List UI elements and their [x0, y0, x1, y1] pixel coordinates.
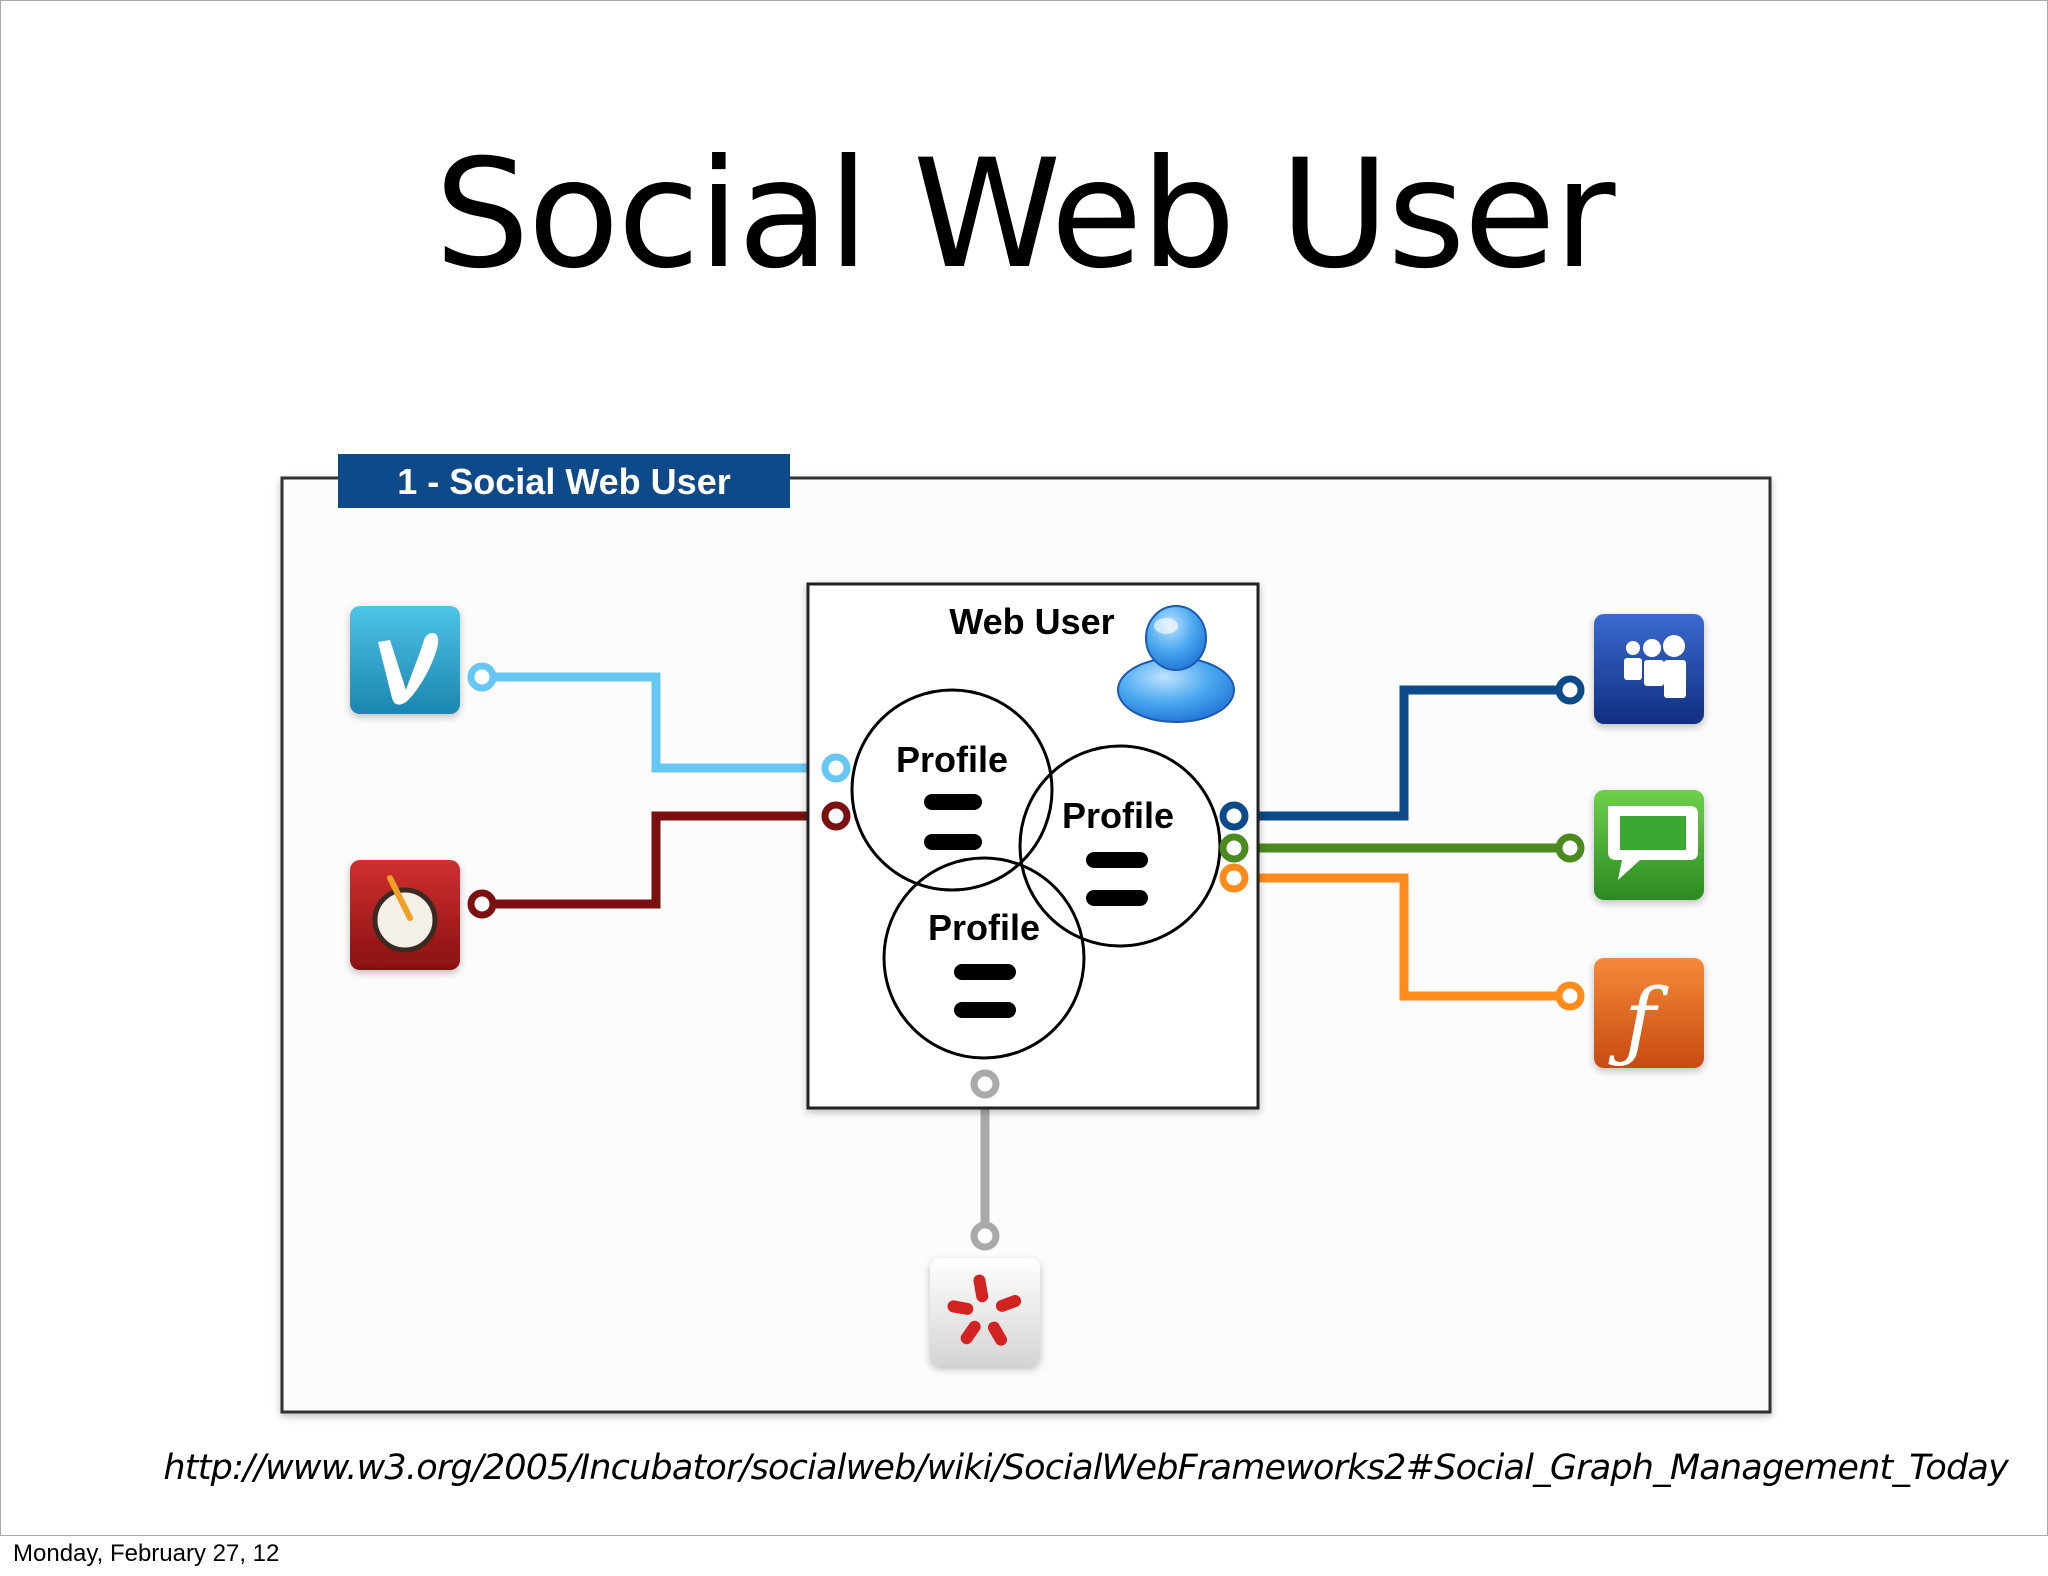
web-user-label: Web User: [949, 601, 1114, 642]
endpoint: [1219, 833, 1249, 863]
connector-drum: [482, 811, 836, 909]
endpoint: [1219, 801, 1249, 831]
friendfeed-icon: ƒ: [1594, 958, 1704, 1071]
endpoint: [1555, 981, 1585, 1011]
connectors: [482, 672, 1570, 1236]
connector-vimeo: [482, 672, 836, 773]
profile-3: Profile: [882, 856, 1086, 1060]
source-url: http://www.w3.org/2005/Incubator/socialw…: [163, 1448, 2008, 1488]
footer-date: Monday, February 27, 12: [13, 1540, 280, 1567]
profile-label: Profile: [928, 907, 1040, 948]
vimeo-icon: [350, 606, 460, 714]
profile-label: Profile: [896, 739, 1008, 780]
endpoint: [821, 753, 851, 783]
endpoint: [821, 801, 851, 831]
endpoint: [1555, 833, 1585, 863]
frame-label: 1 - Social Web User: [397, 461, 730, 502]
endpoint: [970, 1069, 1000, 1099]
connector-myspace: [1234, 685, 1570, 821]
endpoint: [1555, 675, 1585, 705]
endpoint: [467, 889, 497, 919]
endpoint: [970, 1221, 1000, 1251]
endpoint: [1219, 863, 1249, 893]
speech-bubble-icon: [1594, 790, 1704, 900]
user-icon: [1117, 605, 1235, 723]
slide-title: Social Web User: [434, 128, 1615, 302]
delicious-drum-icon: [350, 860, 460, 970]
endpoint: [467, 662, 497, 692]
profile-label: Profile: [1062, 795, 1174, 836]
yelp-icon: [930, 1258, 1040, 1366]
myspace-icon: [1594, 614, 1704, 724]
connector-endpoints: [467, 662, 1585, 1251]
frame-label-banner: 1 - Social Web User: [338, 454, 790, 508]
connector-friendfeed: [1234, 873, 1570, 1001]
profile-1: Profile: [850, 688, 1054, 892]
